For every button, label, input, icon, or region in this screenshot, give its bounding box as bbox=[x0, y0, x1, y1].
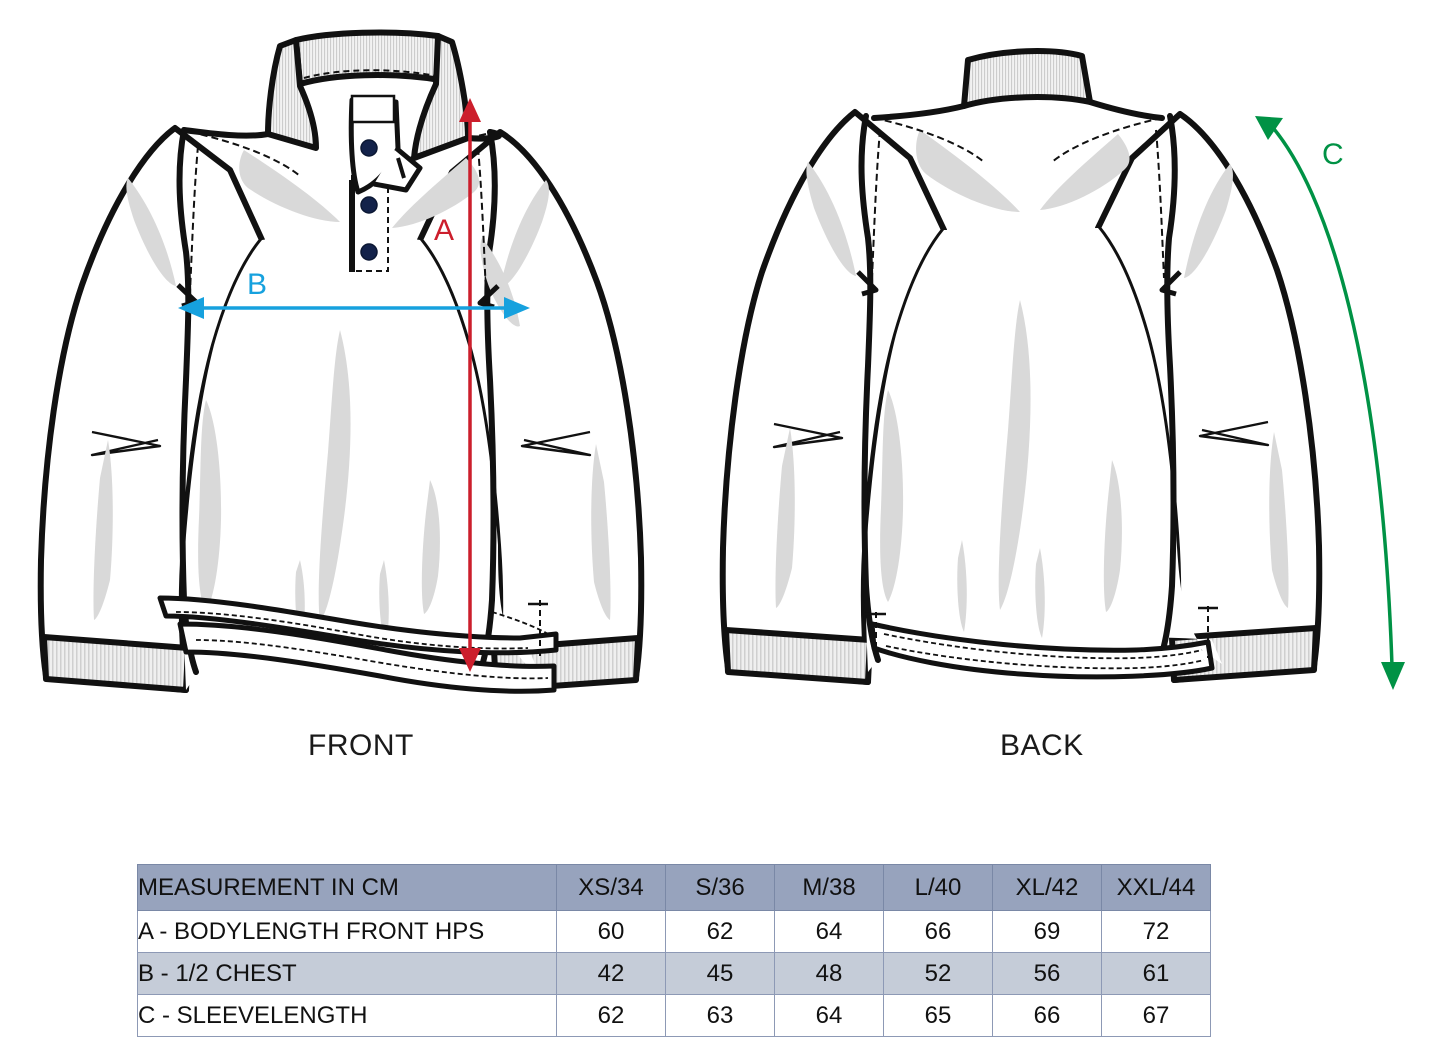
front-view-drawing bbox=[37, 29, 645, 694]
size-table-container: MEASUREMENT IN CM XS/34 S/36 M/38 L/40 X… bbox=[137, 864, 1211, 1037]
size-table-body: A - BODYLENGTH FRONT HPS 60 62 64 66 69 … bbox=[137, 910, 1211, 1037]
cell-bodylength-xs: 60 bbox=[556, 910, 666, 953]
back-right-armhole-notch bbox=[1159, 270, 1182, 297]
row-label-sleevelength: C - SLEEVELENGTH bbox=[137, 994, 557, 1037]
front-buttons bbox=[360, 139, 378, 261]
cell-sleevelength-xs: 62 bbox=[556, 994, 666, 1037]
front-right-shoulder-line bbox=[465, 129, 502, 142]
header-size-l: L/40 bbox=[883, 864, 993, 911]
back-view-caption: BACK bbox=[1000, 729, 1084, 762]
front-fabric-shading bbox=[93, 150, 611, 644]
cell-half-chest-l: 52 bbox=[883, 952, 993, 995]
cell-half-chest-m: 48 bbox=[774, 952, 884, 995]
measure-label-b: B bbox=[247, 268, 268, 301]
back-left-armhole-notch bbox=[856, 270, 879, 297]
table-row: B - 1/2 CHEST 42 45 48 52 56 61 bbox=[137, 952, 1211, 995]
header-size-xs: XS/34 bbox=[556, 864, 666, 911]
back-left-elbow-dart bbox=[772, 422, 844, 449]
button-middle-icon bbox=[360, 196, 378, 214]
back-collar bbox=[961, 48, 1093, 109]
front-body bbox=[183, 228, 540, 690]
back-right-armhole-stitch bbox=[1155, 129, 1165, 279]
measure-label-c: C bbox=[1322, 138, 1344, 171]
back-body bbox=[865, 228, 1222, 672]
garment-illustrations: A B C FRONT BACK bbox=[37, 29, 1405, 762]
row-label-bodylength: A - BODYLENGTH FRONT HPS bbox=[137, 910, 557, 953]
table-row: A - BODYLENGTH FRONT HPS 60 62 64 66 69 … bbox=[137, 910, 1211, 953]
front-placket-corner bbox=[373, 146, 423, 193]
front-right-elbow-dart bbox=[520, 430, 592, 457]
size-table-header-row: MEASUREMENT IN CM XS/34 S/36 M/38 L/40 X… bbox=[137, 864, 1211, 911]
measure-arrowhead-c-bottom bbox=[1381, 662, 1405, 690]
back-right-shoulder-stitch bbox=[1051, 117, 1163, 163]
front-body-right-edge bbox=[477, 129, 498, 675]
cell-bodylength-xxl: 72 bbox=[1101, 910, 1211, 953]
cell-sleevelength-s: 63 bbox=[665, 994, 775, 1037]
header-size-m: M/38 bbox=[774, 864, 884, 911]
back-right-neck-line bbox=[1087, 99, 1165, 121]
back-body-right-edge bbox=[1157, 113, 1178, 663]
cell-sleevelength-m: 64 bbox=[774, 994, 884, 1037]
measure-arrowhead-b-left bbox=[178, 297, 204, 319]
front-left-elbow-dart bbox=[90, 430, 162, 457]
size-table: MEASUREMENT IN CM XS/34 S/36 M/38 L/40 X… bbox=[137, 864, 1211, 1037]
front-view-caption: FRONT bbox=[308, 729, 414, 762]
header-size-xl: XL/42 bbox=[992, 864, 1102, 911]
front-hem-lower-stitch bbox=[195, 639, 549, 680]
back-view-drawing bbox=[719, 48, 1323, 685]
cell-bodylength-m: 64 bbox=[774, 910, 884, 953]
button-top-icon bbox=[360, 139, 378, 157]
back-left-shoulder-stitch bbox=[873, 117, 985, 163]
measure-arrowhead-b-right bbox=[504, 297, 530, 319]
back-left-cuff bbox=[723, 627, 873, 685]
front-left-armhole-stitch bbox=[189, 145, 199, 293]
front-right-armhole-notch bbox=[477, 284, 500, 310]
cell-sleevelength-l: 65 bbox=[883, 994, 993, 1037]
back-left-armhole-stitch bbox=[871, 129, 881, 279]
front-hem-upper bbox=[157, 595, 559, 656]
cell-sleevelength-xl: 66 bbox=[992, 994, 1102, 1037]
cell-bodylength-s: 62 bbox=[665, 910, 775, 953]
cell-half-chest-xs: 42 bbox=[556, 952, 666, 995]
back-fabric-shading bbox=[775, 130, 1289, 638]
cell-half-chest-s: 45 bbox=[665, 952, 775, 995]
cell-sleevelength-xxl: 67 bbox=[1101, 994, 1211, 1037]
front-right-armhole-stitch bbox=[477, 147, 487, 295]
back-right-elbow-dart bbox=[1198, 420, 1270, 447]
front-collar-stand bbox=[293, 29, 443, 87]
front-neck-label bbox=[350, 94, 396, 124]
measure-label-a: A bbox=[434, 214, 455, 247]
measure-line-c bbox=[1266, 120, 1394, 667]
header-measurement-label: MEASUREMENT IN CM bbox=[137, 864, 557, 911]
size-table-head: MEASUREMENT IN CM XS/34 S/36 M/38 L/40 X… bbox=[137, 864, 1211, 911]
header-size-s: S/36 bbox=[665, 864, 775, 911]
back-hem-stitch-upper bbox=[883, 633, 1203, 660]
cell-half-chest-xl: 56 bbox=[992, 952, 1102, 995]
back-left-cuff-stitch bbox=[725, 629, 871, 641]
row-label-half-chest: B - 1/2 CHEST bbox=[137, 952, 557, 995]
front-collar-stand-stitch bbox=[303, 69, 437, 79]
back-left-neck-line bbox=[871, 103, 967, 121]
cell-bodylength-l: 66 bbox=[883, 910, 993, 953]
back-hem-stitch-lower bbox=[885, 645, 1205, 670]
back-right-cuff-stitch bbox=[1171, 627, 1317, 639]
button-bottom-icon bbox=[360, 243, 378, 261]
technical-flat-drawing bbox=[37, 29, 1405, 694]
back-hem bbox=[869, 621, 1215, 680]
front-left-shoulder-line bbox=[181, 127, 271, 139]
measure-arrowhead-a-bottom bbox=[459, 648, 481, 672]
front-buttonhole bbox=[396, 157, 406, 179]
front-left-cuff bbox=[41, 634, 191, 693]
front-left-cuff-stitch bbox=[43, 636, 189, 649]
measure-arrowhead-c-top bbox=[1255, 116, 1283, 140]
cell-bodylength-xl: 69 bbox=[992, 910, 1102, 953]
back-body-left-edge bbox=[858, 113, 881, 663]
table-row: C - SLEEVELENGTH 62 63 64 65 66 67 bbox=[137, 994, 1211, 1037]
measure-arrowhead-a-top bbox=[459, 98, 481, 122]
header-size-xxl: XXL/44 bbox=[1101, 864, 1211, 911]
cell-half-chest-xxl: 61 bbox=[1101, 952, 1211, 995]
